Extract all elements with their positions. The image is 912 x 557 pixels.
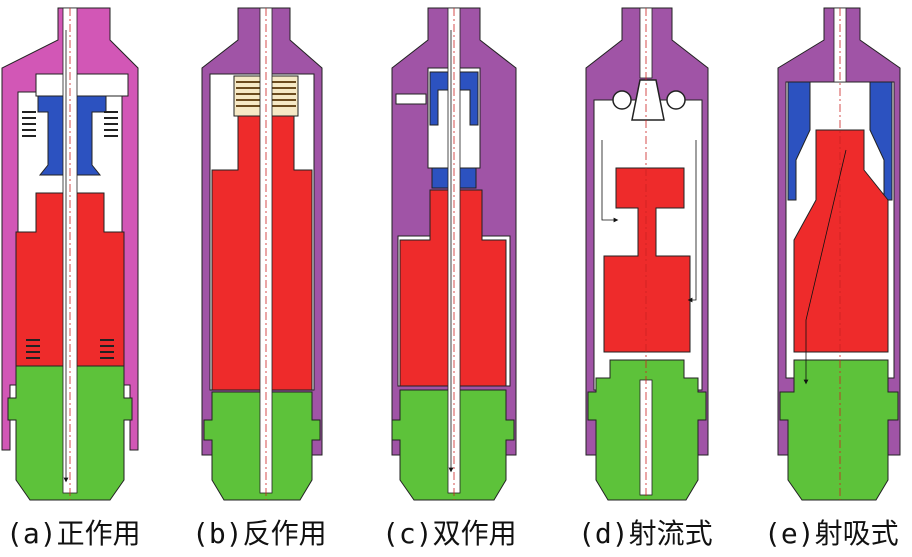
caption-panel-a: (a)正作用 [6,517,141,550]
panel-c-valve-top [429,71,479,126]
panel-c-diagram [391,7,517,501]
panel-e-diagram [777,7,901,501]
panel-e-piston [793,129,889,353]
caption-panel-d: (d)射流式 [578,517,713,550]
panel-c-side-port [395,93,427,105]
panel-e-valve-left [787,81,811,201]
panel-d-jet-element [612,79,686,121]
caption-panel-e: (e)射吸式 [764,517,899,550]
panel-a-springs [22,111,118,359]
hammer-types-figure [1,7,901,501]
panel-a-top-cap [35,73,129,97]
panel-d-diagram [585,7,709,501]
panel-d-piston [603,167,691,353]
caption-panel-b: (b)反作用 [192,517,327,550]
panel-e-base [779,359,899,501]
caption-panel-c: (c)双作用 [382,517,517,550]
panel-b-diagram [201,7,323,501]
panel-a-diagram [1,7,139,501]
